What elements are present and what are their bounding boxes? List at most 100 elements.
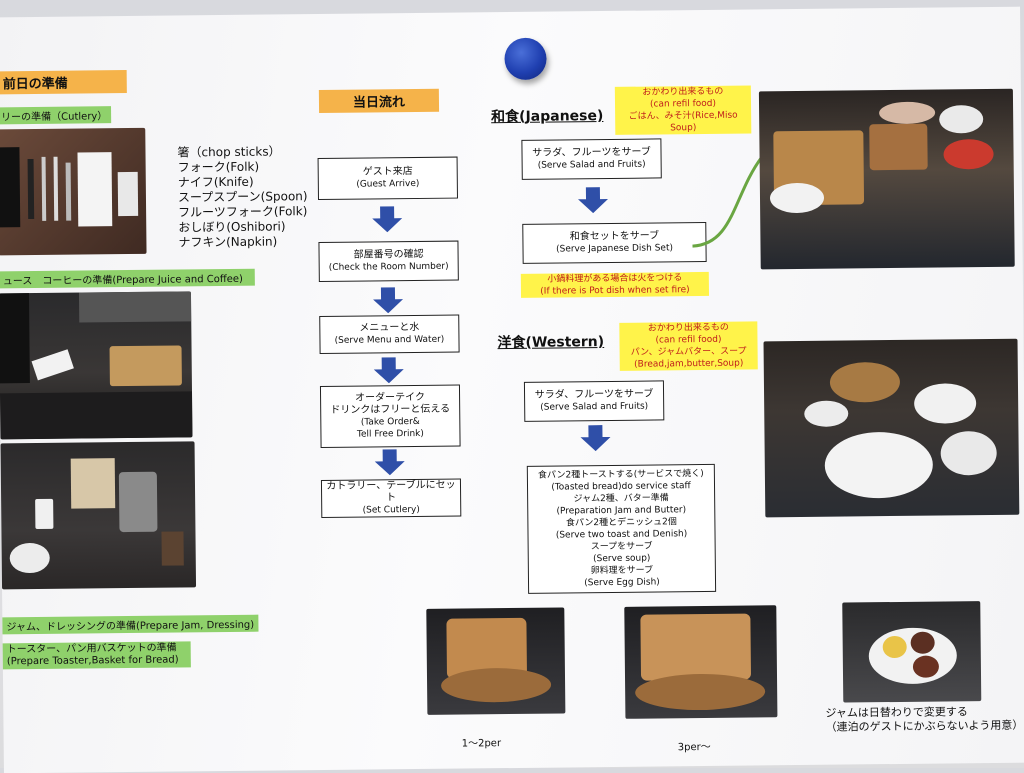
japanese-set-photo xyxy=(758,88,1015,270)
flow-step-en: (Serve Salad and Fruits) xyxy=(540,401,649,413)
western-refill-note: おかわり出来るもの (can refil food) パン、ジャムバター、スープ… xyxy=(619,321,758,371)
jam-note: ジャムは日替わりで変更する （連泊のゲストにかぶらないよう用意） xyxy=(825,705,1023,735)
bread-small-photo xyxy=(426,607,566,715)
jam-dressing-label: ジャム、ドレッシングの準備(Prepare Jam, Dressing) xyxy=(2,614,259,635)
wall-shape xyxy=(0,293,30,384)
egg-plate-shape xyxy=(824,431,934,499)
per-small-label: 1～2per xyxy=(461,738,502,750)
cutlery-list: 箸（chop sticks） フォーク(Folk) ナイフ(Knife) スープ… xyxy=(177,144,308,250)
cutlery-item: 箸（chop sticks） xyxy=(177,144,281,160)
rice-bowl-shape xyxy=(769,182,825,214)
cutlery-item: フルーツフォーク(Folk) xyxy=(178,204,308,220)
western-step-line: スープをサーブ xyxy=(590,541,653,553)
jam-plate-shape xyxy=(804,400,849,427)
western-step-salad: サラダ、フルーツをサーブ (Serve Salad and Fruits) xyxy=(523,380,665,422)
pot-dish-note: 小鍋料理がある場合は火をつける (If there is Pot dish wh… xyxy=(520,271,710,298)
flow-step-jp: カトラリー、テーブルにセット xyxy=(326,479,456,504)
tea-box-shape xyxy=(70,458,116,509)
flow-step-en: (Check the Room Number) xyxy=(328,261,449,273)
cup-shape xyxy=(35,498,54,529)
chopsticks-shape xyxy=(27,158,35,220)
down-arrow-icon xyxy=(372,206,403,233)
cutlery-item: スープスプーン(Spoon) xyxy=(177,189,308,205)
jam-photo xyxy=(842,601,982,703)
flow-step-en: (Set Cutlery) xyxy=(362,504,420,516)
flow-step-en: (Take Order& Tell Free Drink) xyxy=(356,416,424,440)
salad-plate-shape xyxy=(939,105,984,134)
flow-step-jp: ゲスト来店 xyxy=(362,166,413,178)
fish-plate-shape xyxy=(879,101,936,125)
glass-tray-shape xyxy=(109,345,182,387)
juice-coffee-label: ュース コーヒーの準備(Prepare Juice and Coffee) xyxy=(0,268,255,289)
soup-bowl-shape xyxy=(943,138,994,170)
flow-step-guest-arrive: ゲスト来店 (Guest Arrive) xyxy=(317,156,458,201)
toaster-label-en: (Prepare Toaster,Basket for Bread) xyxy=(6,654,179,668)
shelf-shape xyxy=(78,291,192,323)
bread-large-photo xyxy=(624,605,778,719)
western-set-photo xyxy=(763,338,1020,518)
western-step-line: (Serve Egg Dish) xyxy=(584,577,660,589)
flow-step-jp: オーダーテイク ドリンクはフリーと伝える xyxy=(330,391,451,416)
cutlery-item: ナイフ(Knife) xyxy=(177,174,254,190)
down-arrow-icon xyxy=(580,425,611,452)
flow-step-check-room: 部屋番号の確認 (Check the Room Number) xyxy=(318,240,459,283)
western-step-line: (Serve soup) xyxy=(593,553,651,565)
western-step-line: ジャム2種、バター準備 xyxy=(573,493,669,505)
flow-step-take-order: オーダーテイク ドリンクはフリーと伝える (Take Order& Tell F… xyxy=(319,384,461,449)
cutlery-item: おしぼり(Oshibori) xyxy=(178,219,286,235)
bread-basket-shape xyxy=(829,361,901,403)
poster-sheet: 前日の準備 リーの準備（Cutlery） 箸（chop sticks） フォーク… xyxy=(0,6,1024,773)
basket-shape xyxy=(440,667,552,703)
flow-step-en: (Serve Menu and Water) xyxy=(334,334,445,346)
japanese-step-salad: サラダ、フルーツをサーブ (Serve Salad and Fruits) xyxy=(521,138,662,180)
push-pin-icon xyxy=(504,37,547,81)
flow-step-en: (Serve Salad and Fruits) xyxy=(537,159,646,171)
oshibori-shape xyxy=(117,171,139,217)
flow-step-en: (Guest Arrive) xyxy=(356,178,420,190)
refill-line: (Bread,jam,butter,Soup) xyxy=(634,358,744,370)
jam-cup-shape xyxy=(910,631,935,654)
down-arrow-icon xyxy=(578,187,609,214)
juice-station-photo xyxy=(0,291,193,440)
jam-note-line: （連泊のゲストにかぶらないよう用意） xyxy=(825,718,1024,734)
japanese-step-dish-set: 和食セットをサーブ (Serve Japanese Dish Set) xyxy=(522,221,707,264)
western-step-line: 卵料理をサーブ xyxy=(590,565,654,577)
kettle-shape xyxy=(118,471,158,533)
day-flow-title: 当日流れ xyxy=(318,88,440,114)
toaster-basket-label: トースター、パン用バスケットの準備 (Prepare Toaster,Baske… xyxy=(2,641,191,670)
condiment-station-photo xyxy=(0,441,197,590)
spoon-shape xyxy=(65,162,72,221)
paper-sheet-shape xyxy=(31,349,74,381)
flow-step-jp: メニューと水 xyxy=(359,321,420,334)
toast-shape xyxy=(640,613,752,681)
knife-shape xyxy=(53,156,59,221)
counter-shape xyxy=(0,391,193,440)
cutlery-label: リーの準備（Cutlery） xyxy=(0,106,112,125)
western-title: 洋食(Western) xyxy=(497,334,605,352)
fork-shape xyxy=(41,156,47,221)
western-step-line: (Serve two toast and Denish) xyxy=(555,529,688,541)
salad-plate-shape xyxy=(913,383,977,424)
napkin-holder-shape xyxy=(0,147,21,228)
flow-step-jp: 和食セットをサーブ xyxy=(569,230,660,243)
stick-holder-shape xyxy=(161,531,184,566)
flow-step-jp: 部屋番号の確認 xyxy=(353,248,424,261)
butter-shape xyxy=(882,635,907,659)
down-arrow-icon xyxy=(373,357,404,384)
flow-step-serve-menu: メニューと水 (Serve Menu and Water) xyxy=(319,314,460,355)
flow-step-en: (Serve Japanese Dish Set) xyxy=(556,243,674,255)
western-step-line: (Toasted bread)do service staff xyxy=(551,481,691,493)
bowl-shape xyxy=(9,542,50,574)
pot-note-en: (If there is Pot dish when set fire) xyxy=(540,285,690,297)
down-arrow-icon xyxy=(373,287,404,314)
soup-cup-shape xyxy=(940,430,997,476)
cutlery-item: ナフキン(Napkin) xyxy=(178,234,278,250)
basket-shape xyxy=(634,673,766,711)
pre-day-title: 前日の準備 xyxy=(0,70,127,95)
flow-step-set-cutlery: カトラリー、テーブルにセット (Set Cutlery) xyxy=(320,478,462,519)
per-large-label: 3per～ xyxy=(677,741,711,754)
down-arrow-icon xyxy=(374,449,405,476)
napkin-shape xyxy=(77,152,113,227)
japanese-title: 和食(Japanese) xyxy=(491,108,604,126)
cutlery-item: フォーク(Folk) xyxy=(177,159,260,175)
